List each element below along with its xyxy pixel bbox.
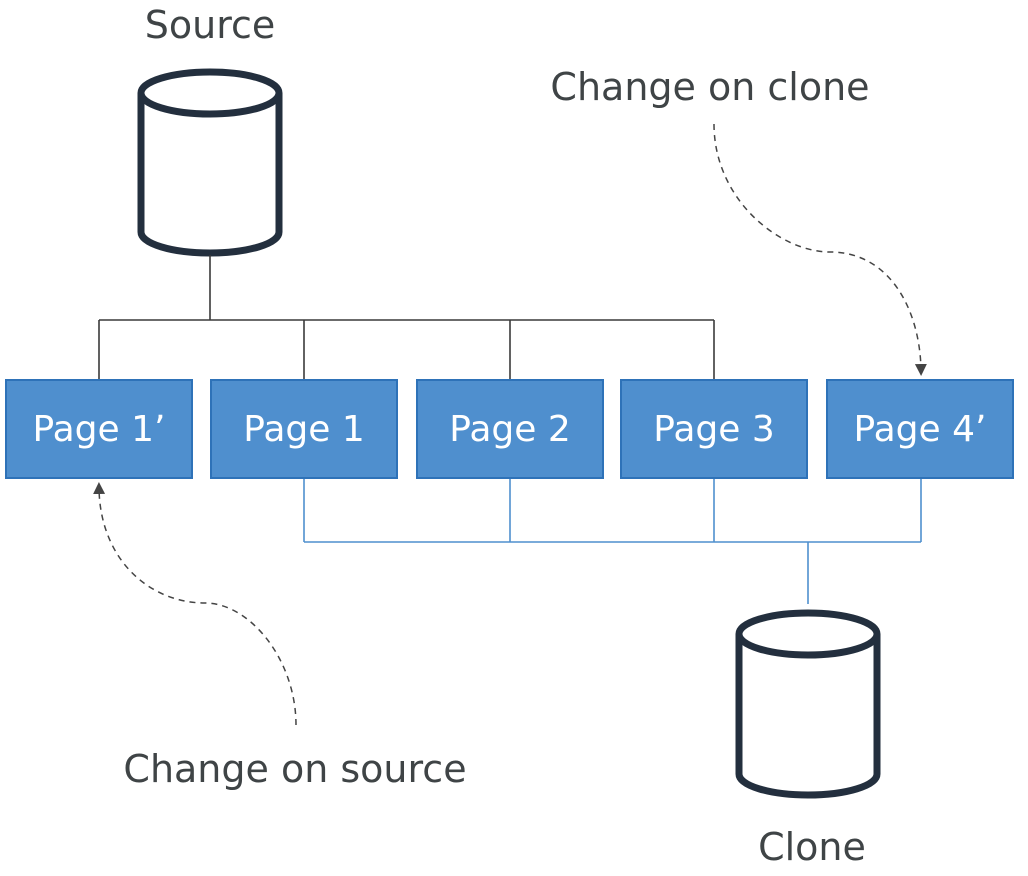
source-label: Source: [144, 3, 276, 47]
page-3-block: Page 3: [620, 379, 808, 479]
change-on-clone-label: Change on clone: [550, 65, 870, 109]
change-on-clone-arrow: [713, 123, 927, 376]
page-1-prime-block: Page 1’: [5, 379, 193, 479]
source-database-icon: [137, 68, 283, 257]
page-2-block: Page 2: [416, 379, 604, 479]
clone-label: Clone: [758, 825, 866, 869]
change-on-source-arrow: [93, 482, 297, 726]
source-connector-lines: [98, 255, 715, 379]
page-1-block: Page 1: [210, 379, 398, 479]
change-on-source-label: Change on source: [123, 747, 467, 791]
clone-database-icon: [735, 609, 881, 799]
page-4-prime-block: Page 4’: [826, 379, 1014, 479]
clone-connector-lines: [303, 479, 922, 604]
